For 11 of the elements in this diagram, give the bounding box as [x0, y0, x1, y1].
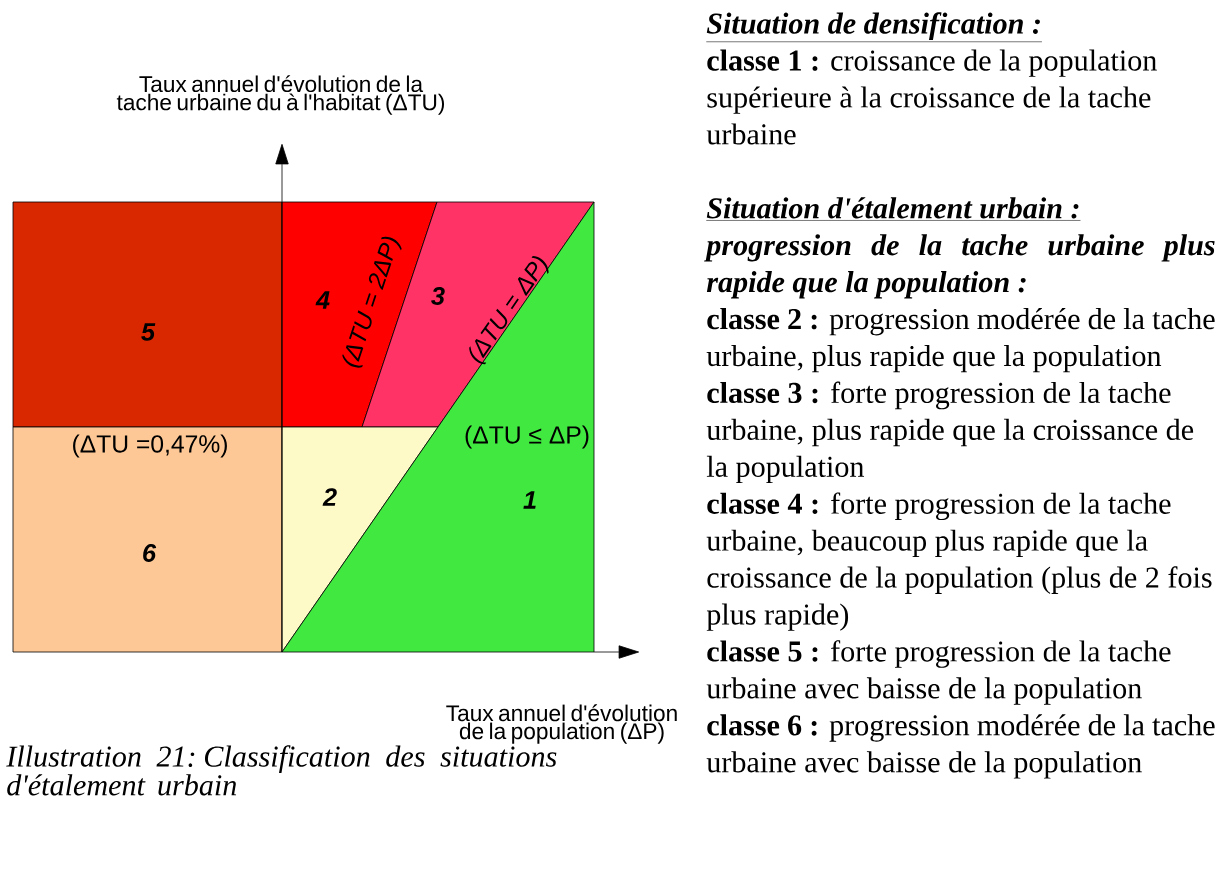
subheading: progression de la tache urbaine plus rapide que la population :	[704, 234, 1215, 299]
caption: Illustration 21: Classification des situations d'étalement urbain	[6, 745, 557, 796]
class-description: classe 1 : croissance de la population supérieure à la croissance de la tache urbaine	[706, 49, 1157, 145]
axis-title: Taux annuel d'évolution de la population (ΔP)	[446, 704, 677, 744]
class-description: classe 6 : progression modérée de la tache urbaine avec baisse de la population	[706, 714, 1215, 779]
heading: Situation d'étalement urbain :	[706, 197, 1081, 221]
axis-title: Taux annuel d'évolution de la tache urbaine du à l'habitat (ΔTU)	[116, 75, 445, 115]
class-description: classe 4 : forte progression de la tache urbaine, beaucoup plus rapide que la croissance de la population (plus de 2 fois plus rapide)	[706, 492, 1212, 631]
region: (ΔTU =0,47%) 6	[12, 426, 283, 653]
region: 5	[12, 201, 283, 428]
heading: Situation de densification :	[706, 12, 1043, 43]
